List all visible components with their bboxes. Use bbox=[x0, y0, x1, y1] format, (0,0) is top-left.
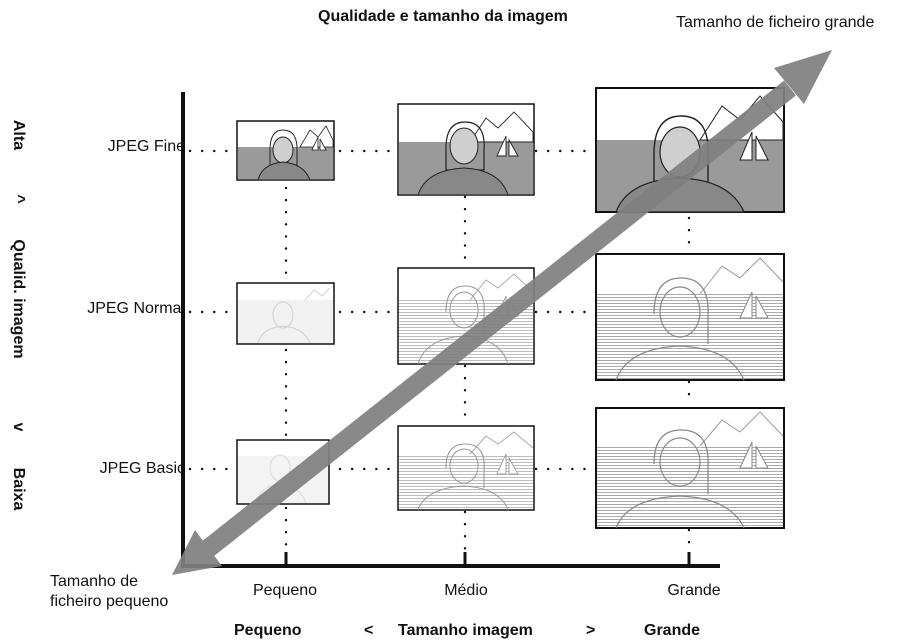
thumb-normal-small bbox=[236, 282, 335, 345]
thumb-basic-medium bbox=[397, 425, 535, 511]
diagram-title: Qualidade e tamanho da imagem bbox=[318, 8, 568, 25]
y-axis-low-label: Baixa bbox=[10, 467, 27, 511]
thumb-normal-large bbox=[595, 253, 785, 381]
small-file-label: Tamanho de ficheiro pequeno bbox=[50, 573, 169, 610]
thumb-basic-large bbox=[595, 407, 785, 529]
x-axis-left-label: Pequeno bbox=[234, 622, 302, 639]
column-label-medium: Médio bbox=[444, 582, 488, 599]
thumb-fine-medium bbox=[397, 103, 535, 196]
row-label-jpeg-normal: JPEG Normal bbox=[87, 300, 185, 317]
row-label-jpeg-fine: JPEG Fine bbox=[107, 138, 185, 155]
x-axis-less-than: < bbox=[364, 622, 374, 639]
x-axis-title: Tamanho imagem bbox=[398, 622, 533, 639]
y-axis-v: v bbox=[10, 422, 27, 432]
file-size-arrow bbox=[172, 50, 832, 575]
row-label-jpeg-basic: JPEG Basic bbox=[99, 460, 185, 477]
x-axis-greater-than: > bbox=[586, 622, 596, 639]
y-axis-caret: ^ bbox=[10, 194, 27, 204]
column-label-large: Grande bbox=[667, 582, 721, 599]
guide-dots bbox=[188, 149, 691, 552]
axes bbox=[181, 92, 720, 568]
column-label-small: Pequeno bbox=[252, 582, 318, 599]
large-file-label: Tamanho de ficheiro grande bbox=[676, 14, 875, 31]
y-axis-title: Qualid. imagem bbox=[10, 239, 27, 359]
x-axis-right-label: Grande bbox=[644, 622, 701, 639]
y-axis-high-label: Alta bbox=[10, 119, 27, 151]
thumb-fine-small bbox=[236, 120, 335, 181]
